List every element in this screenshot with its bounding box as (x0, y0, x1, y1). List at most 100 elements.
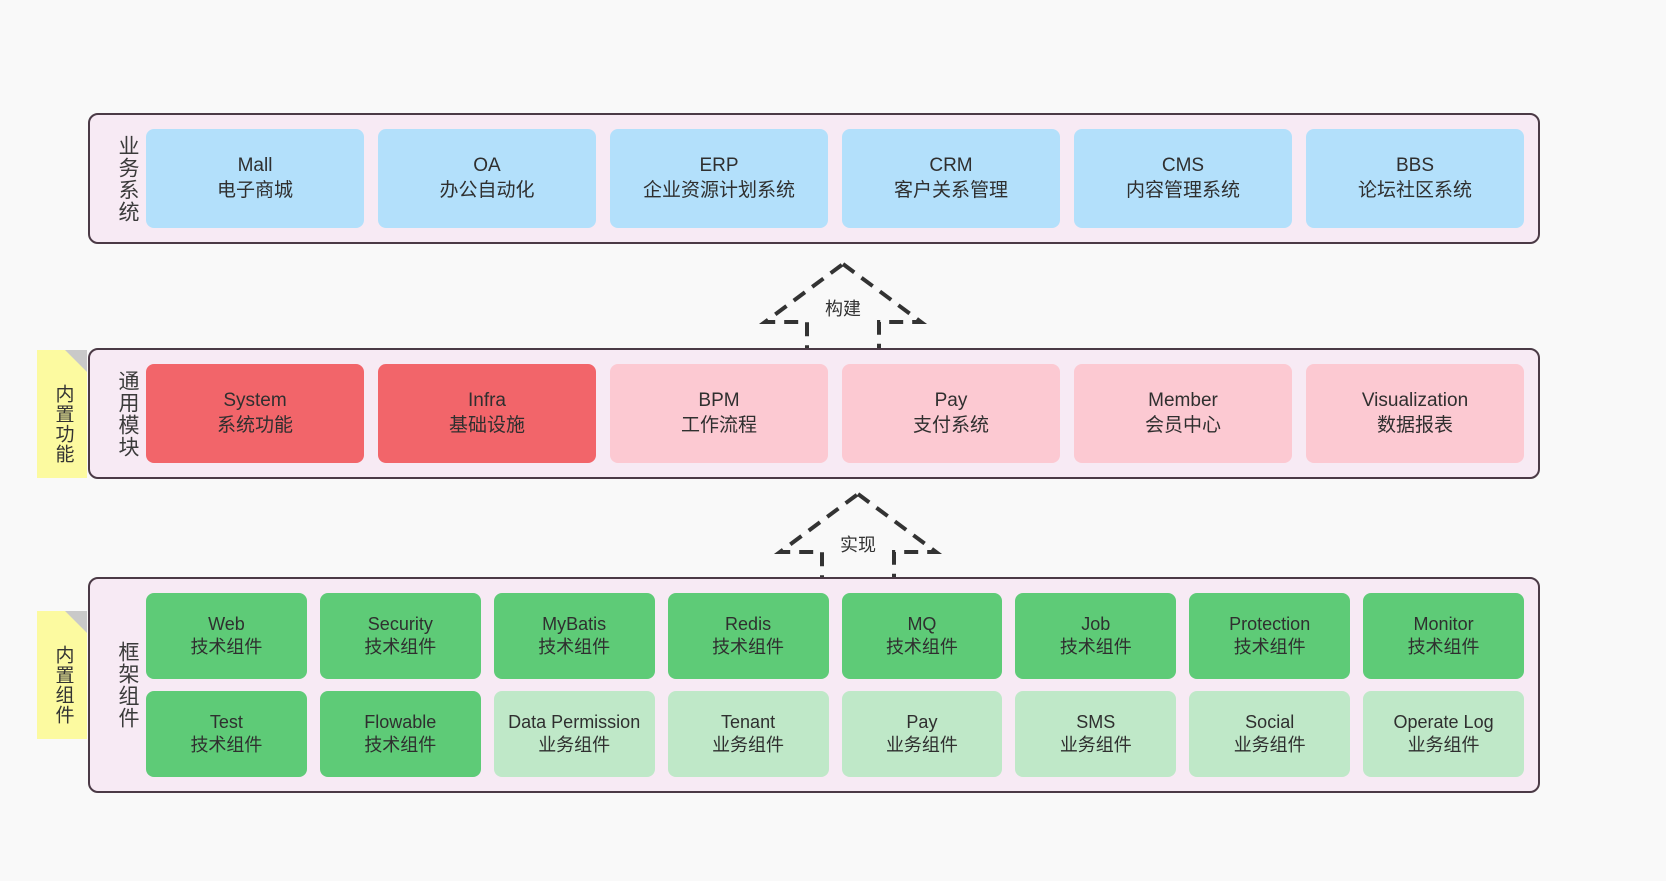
card-title: Redis (725, 613, 772, 634)
framework-row-tech: Web 技术组件 Security 技术组件 MyBatis 技术组件 Redi… (146, 593, 1524, 679)
card-title: CRM (929, 155, 973, 177)
layer-business-systems: 业务系统 Mall 电子商城 OA 办公自动化 ERP 企业资源计划系统 CRM… (88, 113, 1540, 244)
card-title: Tenant (721, 711, 776, 732)
card-desc: 业务组件 (885, 735, 958, 755)
framework-card-social[interactable]: Social 业务组件 (1189, 691, 1351, 777)
card-desc: 技术组件 (538, 637, 611, 657)
card-desc: 业务组件 (712, 735, 785, 755)
card-desc: 技术组件 (1059, 637, 1132, 657)
card-desc: 技术组件 (885, 637, 958, 657)
card-title: Test (209, 711, 243, 732)
card-title: Web (208, 613, 245, 634)
card-desc: 技术组件 (364, 637, 437, 657)
business-card-mall[interactable]: Mall 电子商城 (146, 129, 364, 228)
card-desc: 客户关系管理 (893, 179, 1008, 201)
business-card-bbs[interactable]: BBS 论坛社区系统 (1306, 129, 1524, 228)
card-desc: 内容管理系统 (1125, 179, 1240, 201)
card-title: Mall (237, 155, 273, 177)
framework-card-operate-log[interactable]: Operate Log 业务组件 (1363, 691, 1524, 777)
card-title: ERP (699, 155, 739, 177)
note-label: 内置组件 (52, 645, 74, 725)
framework-card-mybatis[interactable]: MyBatis 技术组件 (493, 593, 655, 679)
framework-card-grid: Web 技术组件 Security 技术组件 MyBatis 技术组件 Redi… (138, 579, 1538, 791)
card-desc: 电子商城 (216, 179, 293, 201)
framework-card-protection[interactable]: Protection 技术组件 (1189, 593, 1351, 679)
card-desc: 技术组件 (712, 637, 785, 657)
module-card-infra[interactable]: Infra 基础设施 (378, 364, 596, 463)
module-card-member[interactable]: Member 会员中心 (1074, 364, 1292, 463)
card-desc: 办公自动化 (439, 179, 535, 201)
card-title: BBS (1395, 155, 1435, 177)
framework-card-redis[interactable]: Redis 技术组件 (667, 593, 829, 679)
note-builtin-function: 内置功能 (37, 350, 87, 478)
card-title: Social (1245, 711, 1295, 732)
framework-card-tenant[interactable]: Tenant 业务组件 (667, 691, 829, 777)
business-card-cms[interactable]: CMS 内容管理系统 (1074, 129, 1292, 228)
card-desc: 技术组件 (364, 735, 437, 755)
card-desc: 系统功能 (216, 414, 293, 436)
framework-card-data-permission[interactable]: Data Permission 业务组件 (493, 691, 655, 777)
module-card-list: System 系统功能 Infra 基础设施 BPM 工作流程 Pay 支付系统… (138, 350, 1538, 477)
card-title: System (223, 390, 287, 412)
layer-business-label: 业务系统 (116, 134, 139, 223)
card-title: Data Permission (508, 711, 641, 732)
card-title: Infra (467, 390, 507, 412)
card-title: MyBatis (542, 613, 607, 634)
dashed-up-arrow-icon (758, 261, 928, 352)
framework-card-monitor[interactable]: Monitor 技术组件 (1363, 593, 1524, 679)
card-title: MQ (907, 613, 937, 634)
framework-card-test[interactable]: Test 技术组件 (146, 691, 307, 777)
card-title: BPM (698, 390, 740, 412)
card-title: Monitor (1413, 613, 1474, 634)
layer-framework-components: 框架组件 Web 技术组件 Security 技术组件 MyBatis 技术组件… (88, 577, 1540, 793)
framework-row-business: Test 技术组件 Flowable 技术组件 Data Permission … (146, 691, 1524, 777)
layer-module-label: 通用模块 (116, 369, 139, 458)
card-title: Operate Log (1393, 711, 1494, 732)
card-desc: 技术组件 (190, 637, 263, 657)
framework-card-mq[interactable]: MQ 技术组件 (841, 593, 1003, 679)
card-desc: 论坛社区系统 (1357, 179, 1472, 201)
card-desc: 技术组件 (190, 735, 263, 755)
business-card-oa[interactable]: OA 办公自动化 (378, 129, 596, 228)
card-desc: 基础设施 (448, 414, 525, 436)
card-title: Pay (906, 711, 938, 732)
card-title: Flowable (364, 711, 437, 732)
card-title: CMS (1161, 155, 1205, 177)
card-desc: 业务组件 (538, 735, 611, 755)
dashed-up-arrow-icon (773, 491, 943, 582)
card-desc: 业务组件 (1407, 735, 1480, 755)
module-card-system[interactable]: System 系统功能 (146, 364, 364, 463)
arrow-build: 构建 (753, 258, 933, 354)
arrow-implement: 实现 (768, 488, 948, 584)
card-desc: 工作流程 (680, 414, 757, 436)
arrow-implement-label: 实现 (840, 535, 876, 555)
card-title: Member (1148, 390, 1218, 412)
card-title: SMS (1076, 711, 1116, 732)
framework-card-flowable[interactable]: Flowable 技术组件 (319, 691, 481, 777)
card-desc: 支付系统 (912, 414, 989, 436)
business-card-erp[interactable]: ERP 企业资源计划系统 (610, 129, 828, 228)
card-title: Job (1081, 613, 1111, 634)
arrow-build-label: 构建 (825, 299, 861, 319)
card-title: OA (473, 155, 501, 177)
card-title: Pay (934, 390, 968, 412)
card-title: Visualization (1361, 390, 1469, 412)
module-card-bpm[interactable]: BPM 工作流程 (610, 364, 828, 463)
card-title: Protection (1229, 613, 1311, 634)
module-card-pay[interactable]: Pay 支付系统 (842, 364, 1060, 463)
business-card-list: Mall 电子商城 OA 办公自动化 ERP 企业资源计划系统 CRM 客户关系… (138, 115, 1538, 242)
framework-card-pay[interactable]: Pay 业务组件 (841, 691, 1003, 777)
business-card-crm[interactable]: CRM 客户关系管理 (842, 129, 1060, 228)
card-desc: 业务组件 (1233, 735, 1306, 755)
module-card-visualization[interactable]: Visualization 数据报表 (1306, 364, 1524, 463)
layer-common-modules: 通用模块 System 系统功能 Infra 基础设施 BPM 工作流程 Pay… (88, 348, 1540, 479)
framework-card-web[interactable]: Web 技术组件 (146, 593, 307, 679)
framework-card-security[interactable]: Security 技术组件 (319, 593, 481, 679)
card-title: Security (367, 613, 433, 634)
framework-card-sms[interactable]: SMS 业务组件 (1015, 691, 1177, 777)
framework-card-job[interactable]: Job 技术组件 (1015, 593, 1177, 679)
card-desc: 企业资源计划系统 (642, 179, 795, 201)
card-desc: 技术组件 (1233, 637, 1306, 657)
card-desc: 技术组件 (1407, 637, 1480, 657)
card-desc: 业务组件 (1059, 735, 1132, 755)
